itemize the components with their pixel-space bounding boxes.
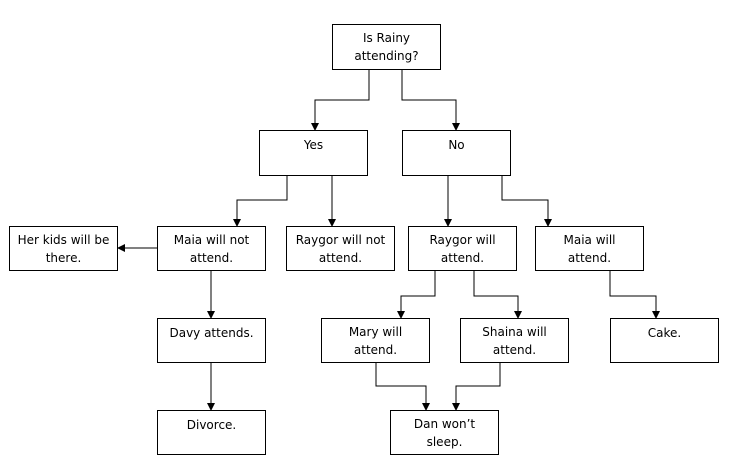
- node-raygor-will-not-attend: Raygor will not attend.: [286, 226, 395, 271]
- node-raygor-will-attend: Raygor will attend.: [408, 226, 517, 271]
- connector-maia_will-to-cake: [609, 271, 660, 319]
- node-dan-wont-sleep: Dan won’t sleep.: [390, 410, 499, 455]
- connector-rainy-to-yes: [311, 70, 370, 131]
- connector-no-to-maia_will: [501, 176, 552, 227]
- node-yes: Yes: [259, 130, 368, 176]
- connector-yes-to-maia_not: [233, 176, 288, 227]
- node-maia-will-not-attend: Maia will not attend.: [157, 226, 266, 271]
- connector-raygor_will-to-shaina: [473, 271, 522, 319]
- node-davy-attends: Davy attends.: [157, 318, 266, 363]
- node-shaina-will-attend: Shaina will attend.: [460, 318, 569, 363]
- connector-raygor_will-to-mary: [397, 271, 436, 319]
- node-is-rainy-attending: Is Rainy attending?: [332, 24, 441, 70]
- node-mary-will-attend: Mary will attend.: [321, 318, 430, 363]
- node-cake: Cake.: [610, 318, 719, 363]
- connector-shaina-to-dan: [452, 363, 501, 411]
- connector-rainy-to-no: [401, 70, 460, 131]
- node-maia-will-attend: Maia will attend.: [535, 226, 644, 271]
- node-her-kids-will-be-there: Her kids will be there.: [9, 226, 118, 271]
- connector-mary-to-dan: [375, 363, 430, 411]
- node-divorce: Divorce.: [157, 410, 266, 455]
- node-no: No: [402, 130, 511, 176]
